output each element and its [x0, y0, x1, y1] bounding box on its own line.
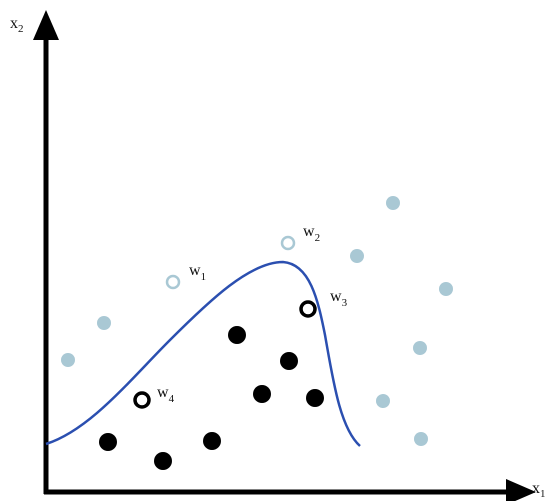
label-w4-subscript: 4	[169, 393, 175, 405]
light-class-points	[61, 196, 453, 446]
dark-point	[203, 432, 221, 450]
y-axis-label: x2	[10, 15, 24, 35]
marked-point-w2	[280, 235, 296, 251]
y-axis-arrowhead	[33, 10, 59, 40]
decision-boundary-curve	[45, 260, 361, 447]
label-w3-letter: w	[330, 288, 342, 305]
label-w1-letter: w	[189, 262, 201, 279]
label-w1: w1	[189, 262, 206, 283]
light-point	[61, 353, 75, 367]
marked-point-w4	[133, 391, 151, 409]
x-axis-label: x1	[532, 480, 546, 500]
light-point	[413, 341, 427, 355]
light-point	[386, 196, 400, 210]
marked-point-w3	[299, 300, 317, 318]
y-axis-label-subscript: 2	[18, 23, 24, 35]
marked-points	[133, 235, 317, 409]
marked-point-w1	[165, 274, 181, 290]
label-w4-letter: w	[157, 384, 169, 401]
dark-point	[280, 352, 298, 370]
light-point	[414, 432, 428, 446]
dark-point	[253, 385, 271, 403]
light-point	[97, 316, 111, 330]
x-axis-label-letter: x	[532, 480, 540, 497]
label-w2: w2	[303, 223, 320, 244]
label-w4: w4	[157, 384, 175, 405]
light-point	[376, 394, 390, 408]
label-w3: w3	[330, 288, 348, 309]
dark-class-points	[99, 326, 324, 470]
dark-point	[306, 389, 324, 407]
label-w1-subscript: 1	[201, 271, 207, 283]
label-w2-subscript: 2	[315, 232, 321, 244]
y-axis-label-letter: x	[10, 15, 18, 32]
light-point	[350, 249, 364, 263]
dark-point	[99, 433, 117, 451]
x-axis-arrowhead	[506, 479, 536, 501]
axes	[33, 10, 536, 501]
dark-point	[228, 326, 246, 344]
x-axis-label-subscript: 1	[540, 488, 546, 500]
label-w3-subscript: 3	[342, 297, 348, 309]
dark-point	[154, 452, 172, 470]
label-w2-letter: w	[303, 223, 315, 240]
light-point	[439, 282, 453, 296]
